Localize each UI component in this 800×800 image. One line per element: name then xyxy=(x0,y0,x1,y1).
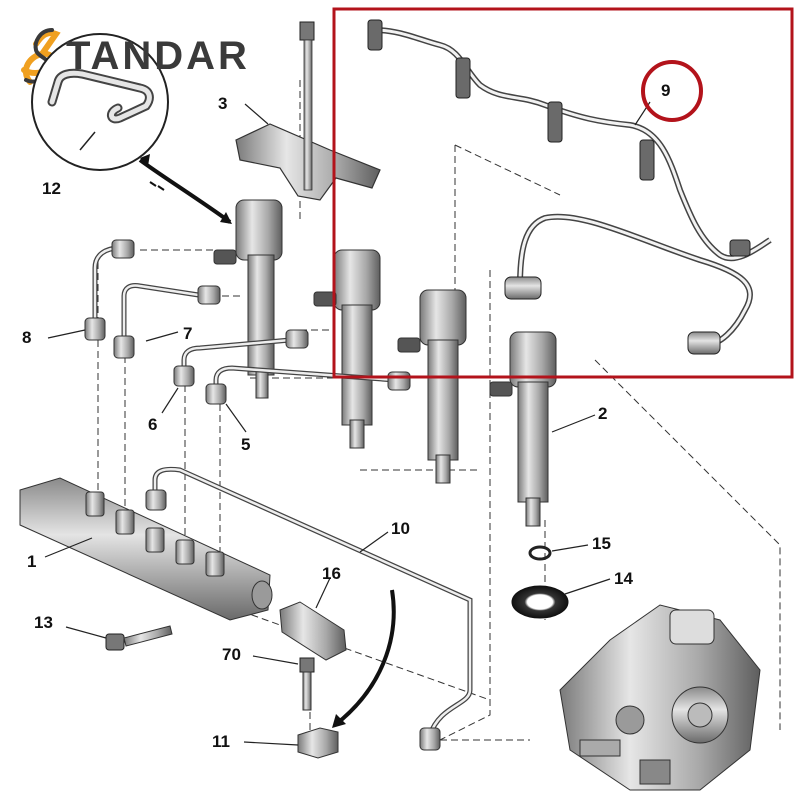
callout-2: 2 xyxy=(598,404,608,423)
pressure-sensor xyxy=(279,601,347,661)
callout-8: 8 xyxy=(22,328,32,347)
callout-5: 5 xyxy=(241,435,251,454)
callout-11: 11 xyxy=(212,732,230,751)
bracket-bolt xyxy=(299,21,315,191)
callout-13: 13 xyxy=(34,613,53,632)
leak-off-return-line xyxy=(367,19,772,355)
rail-bolt xyxy=(105,625,173,651)
fuel-rail xyxy=(19,477,273,621)
high-pressure-pipes xyxy=(92,245,473,736)
callout-15: 15 xyxy=(592,534,611,553)
brand-name: TANDAR xyxy=(66,34,250,78)
high-pressure-pump xyxy=(559,604,761,791)
callout-9: 9 xyxy=(661,81,671,100)
callout-14: 14 xyxy=(614,569,633,588)
injector-seal xyxy=(511,585,569,619)
callout-7: 7 xyxy=(183,324,193,343)
copper-washer xyxy=(528,545,552,561)
highlight-frame xyxy=(332,7,794,379)
callout-10: 10 xyxy=(391,519,410,538)
callout-12: 12 xyxy=(42,179,61,198)
pipe-clip xyxy=(297,727,339,759)
callout-3: 3 xyxy=(218,94,228,113)
guide-lines xyxy=(97,80,781,745)
pipe-routing-arrowhead xyxy=(332,714,346,728)
leader-lines xyxy=(44,101,651,746)
injectors xyxy=(213,199,557,527)
detail-circle-12 xyxy=(31,33,232,224)
callout-70: 70 xyxy=(222,645,241,664)
clip-bolt xyxy=(299,657,315,711)
pipe-routing-arrow xyxy=(333,589,396,727)
callout-16: 16 xyxy=(322,564,341,583)
callout-1: 1 xyxy=(27,552,37,571)
callout-6: 6 xyxy=(148,415,158,434)
